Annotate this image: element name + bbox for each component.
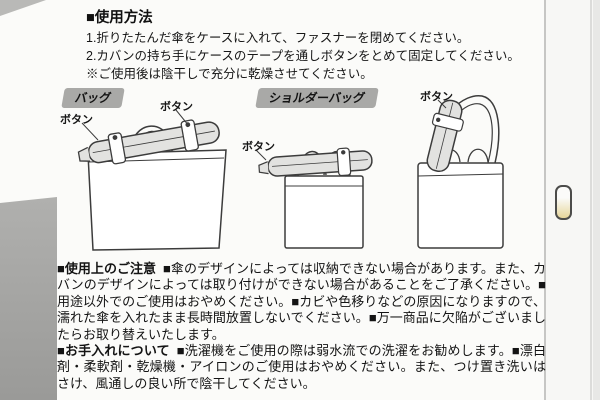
background-top-left-corner (0, 0, 46, 16)
fold-line (590, 0, 592, 400)
usage-steps: 1.折りたたんだ傘をケースに入れて、ファスナーを閉めてください。 2.カバンの持… (86, 29, 520, 83)
notes-section: ■使用上のご注意■傘のデザインによっては収納できない場合があります。また、カバン… (57, 261, 546, 392)
hanging-slot-hole (555, 185, 572, 220)
care-paragraph: ■お手入れについて■洗濯機をご使用の際は弱水流での洗濯をお勧めします。■漂白剤・… (57, 343, 546, 392)
shoulder-bag-body (417, 148, 504, 249)
shoulder-bag-illustration: ボタン ボタン (240, 88, 535, 266)
package-side-flap (544, 0, 600, 400)
cautions-body: ■傘のデザインによっては収納できない場合があります。また、カバンのデザインによっ… (57, 261, 546, 342)
callout-line (81, 122, 99, 141)
cautions-paragraph: ■使用上のご注意■傘のデザインによっては収納できない場合があります。また、カバン… (57, 261, 546, 343)
usage-step-note: ※ご使用後は陰干しで充分に乾燥させてください。 (86, 67, 373, 81)
usage-title: ■使用方法 (86, 10, 153, 26)
bag-illustration: ボタン ボタン (58, 98, 238, 263)
callout-line (255, 149, 267, 161)
care-body: ■洗濯機をご使用の際は弱水流での洗濯をお勧めします。■漂白剤・柔軟剤・乾燥機・ア… (57, 343, 547, 391)
briefcase-drawing (77, 109, 227, 251)
package-right-edge (593, 0, 600, 400)
umbrella-case-vertical (426, 99, 464, 173)
briefcase-body (87, 149, 227, 251)
care-heading: ■お手入れについて (57, 343, 170, 359)
button-callout-label: ボタン (60, 114, 93, 126)
background-left-edge (0, 197, 57, 400)
callout-line (437, 99, 447, 109)
umbrella-case (77, 119, 220, 165)
button-callout-label: ボタン (242, 141, 275, 153)
cautions-heading: ■使用上のご注意 (57, 261, 157, 276)
button-callout-label: ボタン (160, 101, 193, 113)
shoulder-bags-drawing (255, 95, 504, 249)
usage-step-1: 1.折りたたんだ傘をケースに入れて、ファスナーを閉めてください。 (86, 31, 470, 45)
button-callout-label: ボタン (420, 91, 453, 103)
callout-line (175, 109, 190, 127)
usage-step-2: 2.カバンの持ち手にケースのテープを通しボタンをとめて固定してください。 (86, 49, 520, 63)
umbrella-case-horizontal (258, 147, 373, 177)
